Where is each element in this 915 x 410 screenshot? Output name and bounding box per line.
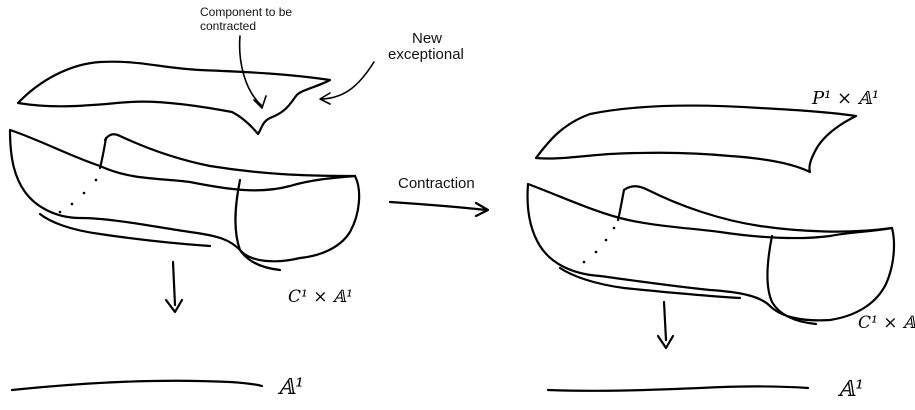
- hidden-dot: [613, 227, 616, 230]
- annotation-component-line2: contracted: [200, 19, 256, 33]
- contraction-arrow: [390, 202, 488, 216]
- contraction-label: Contraction: [398, 175, 475, 192]
- left-figure: [10, 36, 374, 390]
- left-inner-curve: [235, 180, 280, 270]
- right-base-label: 𝔸¹: [837, 377, 864, 402]
- right-inner-edge: [618, 190, 624, 220]
- right-surface-label: C¹ × 𝔸¹: [858, 313, 915, 333]
- left-inner-fold: [105, 134, 355, 176]
- right-figure: [528, 106, 895, 391]
- hidden-dot: [59, 211, 62, 214]
- right-top-sheet: [536, 106, 856, 172]
- exceptional-pointer-arrow: [320, 62, 374, 104]
- right-base-line: [548, 387, 808, 391]
- right-top-label: P¹ × 𝔸¹: [811, 88, 879, 109]
- left-inner-edge: [100, 138, 106, 168]
- annotation-component-line1: Component to be: [200, 5, 292, 19]
- left-back-curve: [40, 214, 210, 246]
- right-projection-arrow: [658, 302, 673, 348]
- left-projection-arrow: [166, 262, 182, 312]
- annotation-exceptional: exceptional: [388, 46, 464, 63]
- hidden-dot: [71, 203, 74, 206]
- left-lower-surface: [10, 130, 359, 261]
- hidden-dot: [605, 239, 608, 242]
- annotation-new: New: [412, 30, 442, 47]
- left-top-sheet: [18, 62, 330, 134]
- left-base-label: 𝔸¹: [277, 375, 304, 400]
- left-surface-label: C¹ × 𝔸¹: [288, 287, 353, 307]
- left-base-line: [12, 381, 262, 390]
- hidden-dot: [83, 192, 86, 195]
- hidden-dot: [583, 261, 586, 264]
- hidden-dot: [95, 179, 98, 182]
- hidden-dot: [595, 251, 598, 254]
- right-lower-surface: [528, 184, 895, 320]
